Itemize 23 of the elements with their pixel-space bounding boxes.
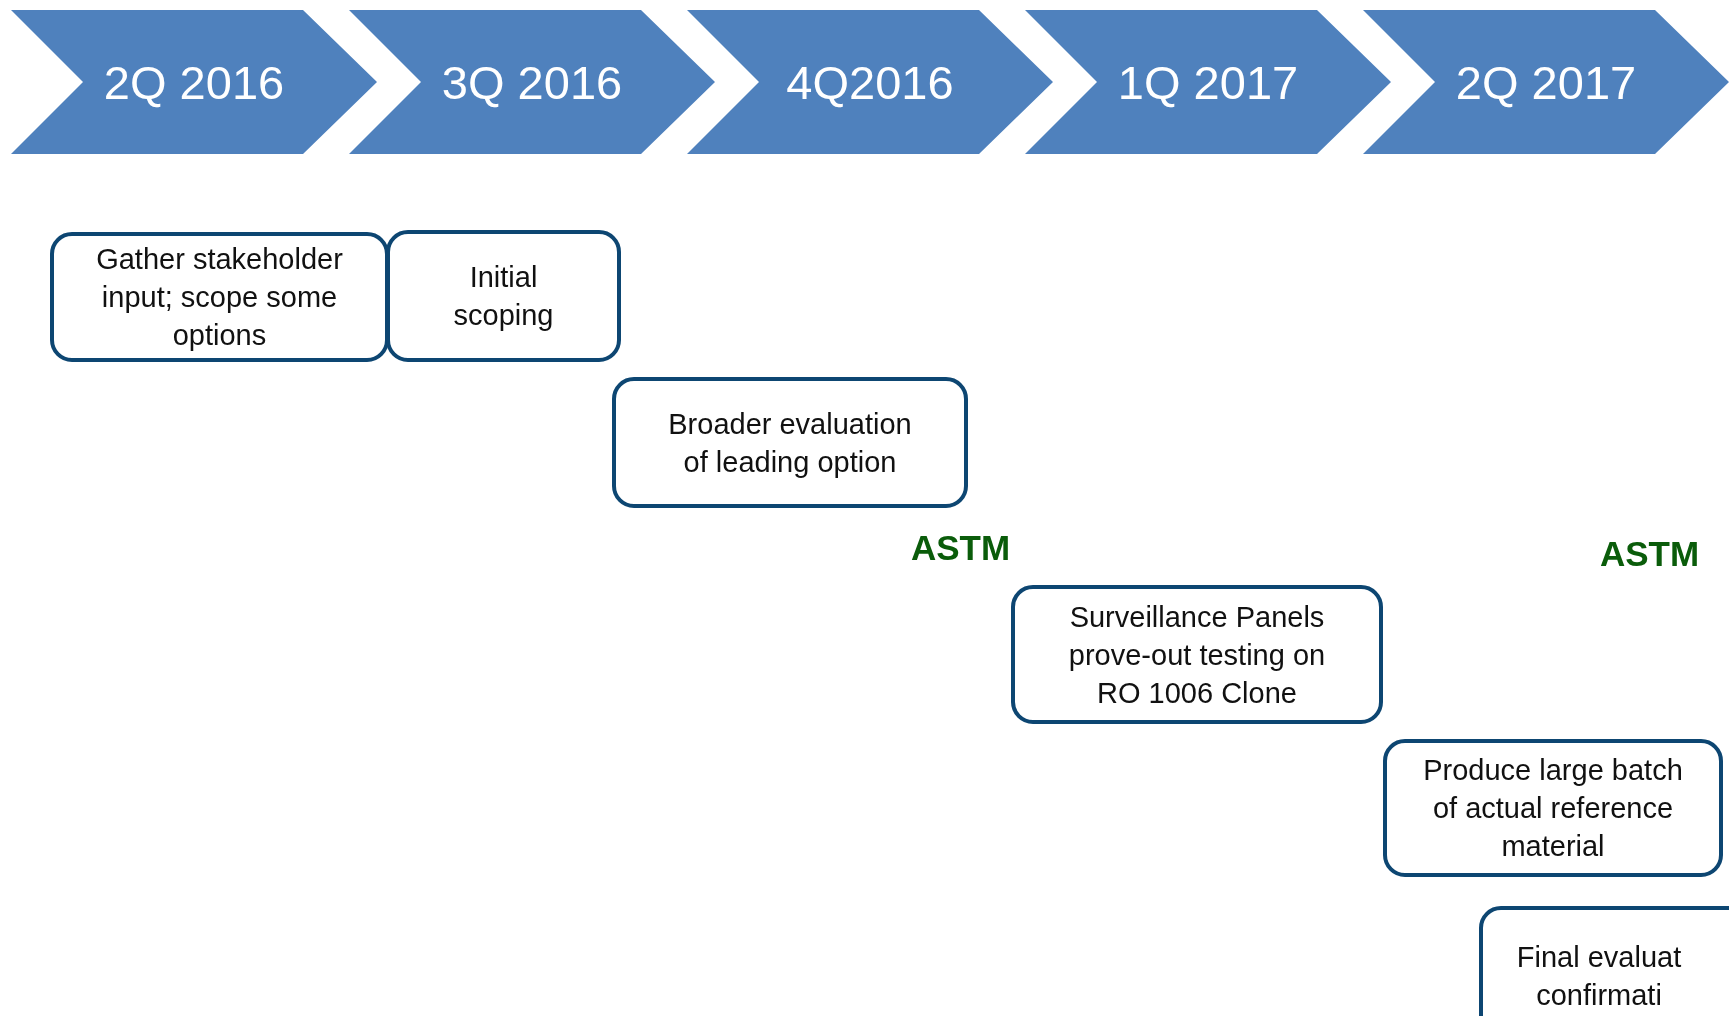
milestone-label: ASTM [1600,534,1700,574]
milestone-label: ASTM [911,528,1011,568]
quarter-label: 2Q 2017 [1455,54,1637,110]
task-box [386,230,621,362]
task-box [50,232,389,362]
task-text: Gather stakeholder input; scope some options [95,242,344,353]
task-text: Final evaluat confirmati [1515,940,1683,1013]
quarter-label: 1Q 2017 [1117,54,1299,110]
quarter-label: 4Q2016 [786,54,954,110]
task-text: Broader evaluation of leading option [667,406,913,480]
quarter-label: 3Q 2016 [441,54,623,110]
phase-banner [349,10,715,154]
phase-banner [687,10,1053,154]
phase-banner [1025,10,1391,154]
task-box [1011,585,1383,724]
phase-banner [11,10,377,154]
task-text: Produce large batch of actual reference material [1422,753,1684,864]
task-text: Initial scoping [452,260,555,333]
quarter-label: 2Q 2016 [103,54,285,110]
phase-banner [1363,10,1729,154]
task-box [1383,739,1723,877]
task-box [612,377,968,508]
task-text: Surveillance Panels prove-out testing on RO 1006 Clone [1067,599,1327,711]
